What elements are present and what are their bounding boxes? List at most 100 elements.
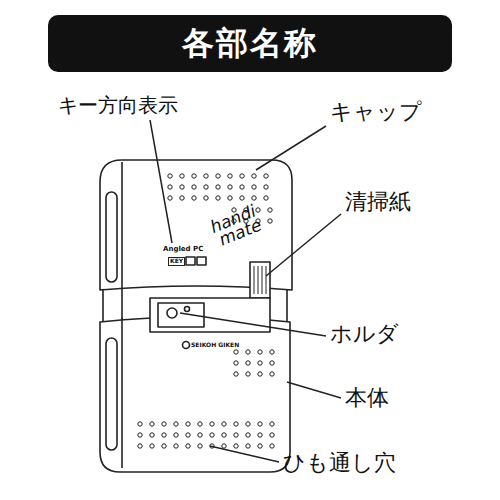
vent-dot [246, 350, 250, 354]
key-mark [186, 257, 195, 265]
callout-label: ホルダ [330, 322, 399, 346]
vent-dot [180, 196, 184, 200]
leader-line [256, 126, 326, 170]
vent-dot [222, 433, 226, 437]
leader-line [266, 214, 341, 276]
body-housing [100, 317, 290, 472]
vent-dot [234, 372, 238, 376]
printed-mark: Angled PC [163, 246, 203, 254]
vent-dot [180, 174, 184, 178]
vent-dot [150, 433, 154, 437]
vent-dot [162, 433, 166, 437]
vent-dot [234, 444, 238, 448]
vent-dot [270, 433, 274, 437]
vent-dot [186, 433, 190, 437]
vent-dot [228, 174, 232, 178]
vent-dot [174, 444, 178, 448]
cap-slot [106, 192, 117, 282]
vent-dot [256, 208, 260, 212]
vent-dot [138, 444, 142, 448]
vent-dot [192, 174, 196, 178]
vent-dot [246, 444, 250, 448]
vent-dot [180, 185, 184, 189]
vent-dot [168, 196, 172, 200]
callout-label: 清掃紙 [345, 190, 411, 214]
vent-dot [168, 185, 172, 189]
leader-lines [150, 120, 341, 462]
vent-dot [204, 174, 208, 178]
vent-dot [240, 185, 244, 189]
key-text: KEY [168, 257, 185, 266]
vent-dot [150, 444, 154, 448]
vent-dot [222, 444, 226, 448]
vent-dot [240, 196, 244, 200]
vent-dot [234, 422, 238, 426]
cleaning-paper [250, 262, 270, 298]
vent-dot [216, 196, 220, 200]
vent-dot [270, 422, 274, 426]
vent-dot [246, 372, 250, 376]
vent-dot [268, 219, 272, 223]
vent-dot [258, 361, 262, 365]
vent-dot [162, 444, 166, 448]
vent-dot [198, 422, 202, 426]
vent-dot [228, 185, 232, 189]
callout-label: ひも通し穴 [283, 451, 396, 475]
leader-line [180, 313, 326, 336]
vent-dot [264, 185, 268, 189]
vent-dot [228, 196, 232, 200]
vent-dot [222, 422, 226, 426]
vent-dot [234, 350, 238, 354]
holder-pin [185, 307, 190, 312]
vent-dot [270, 372, 274, 376]
vent-dot [258, 422, 262, 426]
holder [150, 298, 270, 332]
vent-dot [216, 185, 220, 189]
vent-dot [174, 422, 178, 426]
vent-dot [268, 208, 272, 212]
callout-label: 本体 [345, 386, 389, 410]
vent-dot [246, 422, 250, 426]
vent-dot [216, 174, 220, 178]
vent-dot [234, 433, 238, 437]
vent-dot [186, 444, 190, 448]
vent-dot [246, 361, 250, 365]
vent-dot [258, 372, 262, 376]
vent-dot [198, 444, 202, 448]
vent-dot [246, 433, 250, 437]
leader-line [210, 446, 279, 462]
vent-dot [258, 350, 262, 354]
vent-dot [210, 433, 214, 437]
maker-name: SEIKOH GIKEN [191, 342, 239, 349]
vent-dot [270, 444, 274, 448]
vent-dot [204, 196, 208, 200]
vent-dot [192, 185, 196, 189]
vent-dot [258, 433, 262, 437]
title-bar: 各部名称 [48, 15, 452, 72]
vent-dot [264, 174, 268, 178]
logo-mark [183, 342, 190, 349]
vent-dot [174, 433, 178, 437]
vent-dot [270, 350, 274, 354]
key-mark [197, 257, 206, 265]
leader-line [150, 120, 172, 243]
title-text: 各部名称 [182, 22, 318, 66]
leader-line [287, 382, 341, 398]
vent-dot [168, 174, 172, 178]
vent-dot [210, 422, 214, 426]
vent-dot [198, 433, 202, 437]
holder-ferrule [167, 308, 177, 318]
vent-dot [162, 422, 166, 426]
vent-dot [204, 185, 208, 189]
vent-dot [186, 422, 190, 426]
vent-dot [192, 196, 196, 200]
vent-dot [252, 174, 256, 178]
vent-dot [252, 196, 256, 200]
body-edge [121, 318, 123, 468]
vent-dot [264, 196, 268, 200]
vent-dot [240, 174, 244, 178]
vent-dot [234, 361, 238, 365]
vent-dot [150, 422, 154, 426]
